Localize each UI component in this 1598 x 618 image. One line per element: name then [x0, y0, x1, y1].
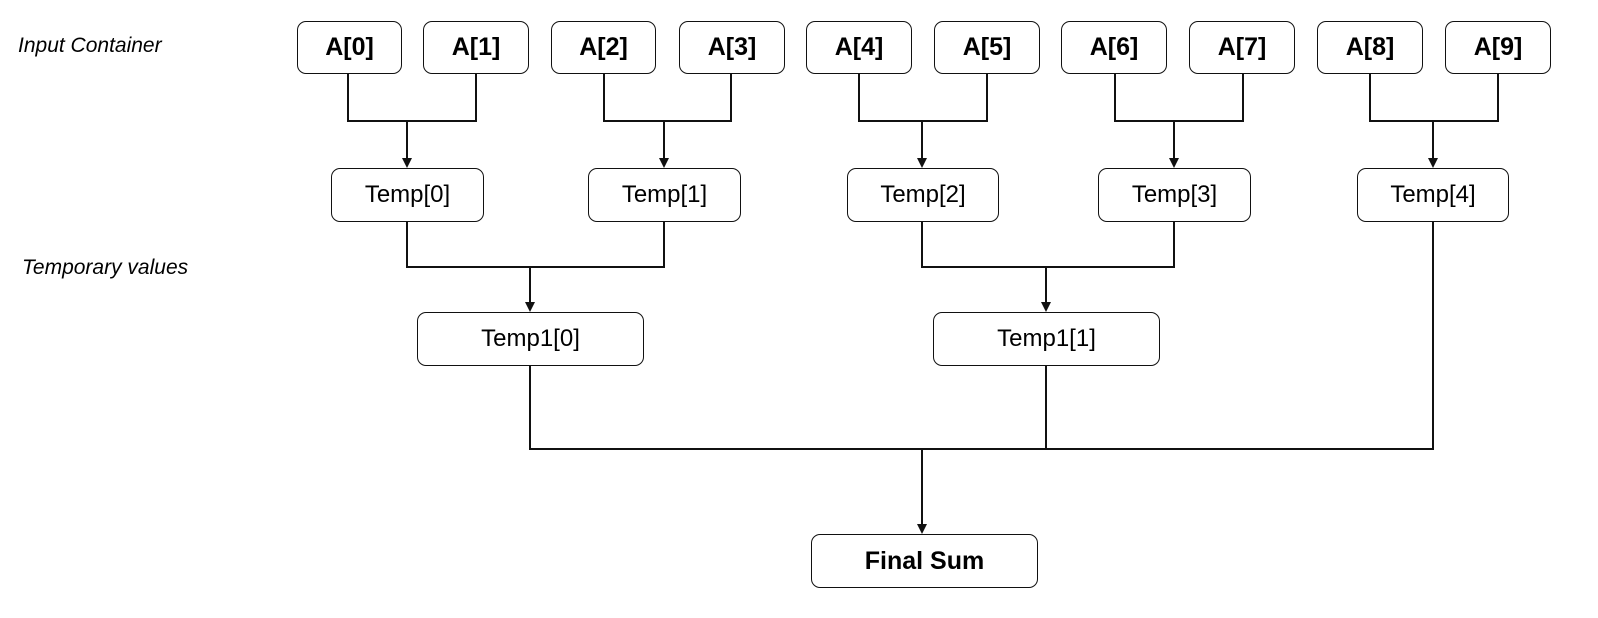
input-box-a6: A[6]: [1061, 21, 1167, 74]
final-sum-box: Final Sum: [811, 534, 1038, 588]
temp-box-4: Temp[4]: [1357, 168, 1509, 222]
input-box-a8: A[8]: [1317, 21, 1423, 74]
temporary-values-label: Temporary values: [22, 256, 189, 279]
input-box-a5: A[5]: [934, 21, 1040, 74]
input-container-label: Input Container: [18, 34, 162, 57]
temp-pair-connector-0: [406, 222, 665, 268]
temp-box-1: Temp[1]: [588, 168, 741, 222]
input-pair-connector-0: [347, 74, 477, 122]
final-merge-connector: [529, 222, 1434, 450]
input-box-a3: A[3]: [679, 21, 785, 74]
input-pair-connector-4: [1369, 74, 1499, 122]
temp1-box-1: Temp1[1]: [933, 312, 1160, 366]
input-box-a9: A[9]: [1445, 21, 1551, 74]
temp-box-2: Temp[2]: [847, 168, 999, 222]
temp-pair-connector-1: [921, 222, 1175, 268]
input-pair-connector-1: [603, 74, 732, 122]
input-pair-connector-2: [858, 74, 988, 122]
temp1-box-0: Temp1[0]: [417, 312, 644, 366]
temp-box-3: Temp[3]: [1098, 168, 1251, 222]
input-box-a1: A[1]: [423, 21, 529, 74]
input-box-a2: A[2]: [551, 21, 656, 74]
temp-box-0: Temp[0]: [331, 168, 484, 222]
input-pair-connector-3: [1114, 74, 1244, 122]
input-box-a7: A[7]: [1189, 21, 1295, 74]
input-box-a4: A[4]: [806, 21, 912, 74]
input-box-a0: A[0]: [297, 21, 402, 74]
